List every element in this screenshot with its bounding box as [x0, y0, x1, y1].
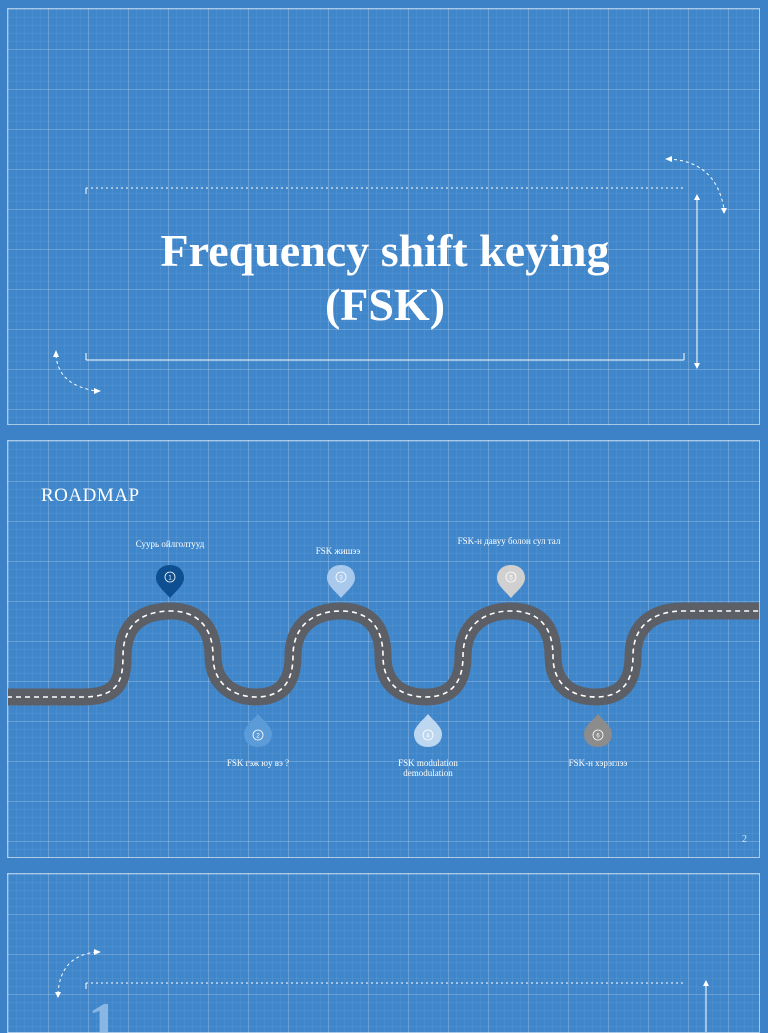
milestone-label-4: FSK modulation demodulation	[398, 758, 458, 778]
title-decoration	[53, 156, 727, 394]
section-number: 1	[88, 991, 118, 1033]
title-slide[interactable]: Frequency shift keying (FSK)	[7, 8, 760, 425]
milestone-number-6: 6	[596, 734, 600, 740]
milestone-pin-4[interactable]: 4	[414, 714, 442, 747]
section-slide[interactable]: 1	[7, 873, 760, 1033]
milestone-label-3: FSK жишээ	[315, 546, 361, 556]
milestone-number-5: 5	[509, 576, 513, 582]
milestone-label-6: FSK-н хэрэглээ	[568, 758, 628, 768]
slide-title: Frequency shift keying (FSK)	[85, 224, 685, 332]
title-line-2: (FSK)	[324, 279, 446, 330]
milestone-pin-6[interactable]: 6	[584, 714, 612, 747]
milestone-pin-2[interactable]: 2	[244, 714, 272, 747]
roadmap-road: 1 3 5 2 4 6	[8, 565, 759, 747]
milestone-label-5: FSK-н давуу болон сул тал	[457, 536, 561, 546]
roadmap-slide[interactable]: ROADMAP 1 3 5 2 4	[7, 440, 760, 858]
milestone-number-1: 1	[168, 576, 172, 582]
section-decoration	[55, 949, 709, 1032]
page-number: 2	[742, 834, 747, 845]
milestone-number-2: 2	[256, 734, 260, 740]
milestone-pin-5[interactable]: 5	[497, 565, 525, 598]
title-line-1: Frequency shift keying	[160, 225, 610, 276]
title-block: Frequency shift keying (FSK)	[85, 186, 685, 367]
milestone-label-2: FSK гэж юу вэ ?	[226, 758, 290, 768]
roadmap-heading: ROADMAP	[41, 485, 140, 506]
milestone-pin-1[interactable]: 1	[156, 565, 184, 598]
milestone-number-4: 4	[426, 734, 430, 740]
milestone-label-1: Суурь ойлголтууд	[135, 539, 205, 549]
milestone-number-3: 3	[339, 576, 343, 582]
milestone-pin-3[interactable]: 3	[327, 565, 355, 598]
